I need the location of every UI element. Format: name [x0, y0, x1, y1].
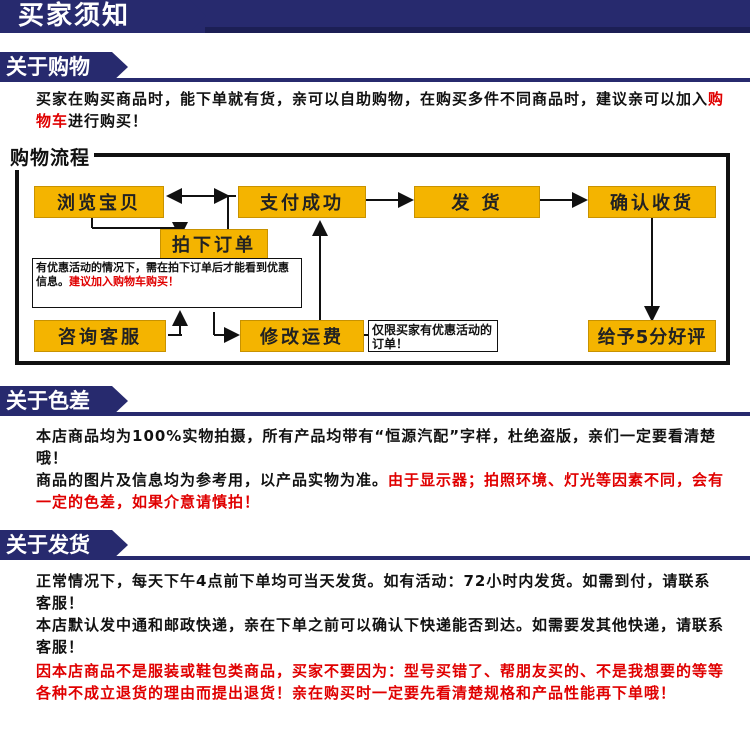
flow-note-modify: 仅限买家有优惠活动的订单！	[368, 320, 498, 352]
section-title-shipping: 关于发货	[0, 530, 128, 560]
shipping-text-1: 正常情况下，每天下午4点前下单均可当天发货。如有活动：72小时内发货。如需到付，…	[36, 572, 711, 612]
color-text-2-red: 由于显示器；拍照环境、灯光等因素不同，会有一定的色差，如果介意请慎拍！	[36, 471, 725, 511]
header-stripe	[205, 27, 750, 33]
flow-step-order: 拍下订单	[160, 229, 268, 259]
flow-frame	[15, 153, 730, 365]
section-bar-color	[0, 412, 750, 416]
top-header: 买家须知	[0, 0, 750, 33]
flow-step-ship: 发 货	[414, 186, 540, 218]
flow-title: 购物流程	[6, 143, 95, 170]
shopping-cart-highlight: 购物车	[36, 90, 725, 130]
flow-step-pay: 支付成功	[238, 186, 366, 218]
flow-note-discount: 有优惠活动的情况下，需在拍下订单后才能看到优惠信息。建议加入购物车购买！	[32, 258, 302, 308]
color-text-2: 商品的图片及信息均为参考用，以产品实物为准。由于显示器；拍照环境、灯光等因素不同…	[36, 469, 726, 513]
shipping-text-3: 因本店商品不是服装或鞋包类商品，买家不要因为：型号买错了、帮朋友买的、不是我想要…	[36, 662, 725, 702]
flow-note-discount-text: 有优惠活动的情况下，需在拍下订单后才能看到优惠信息。	[36, 261, 289, 288]
flow-note-modify-text: 仅限买家有优惠活动的订单！	[372, 323, 493, 351]
flow-step-consult: 咨询客服	[34, 320, 166, 352]
shopping-text-post: 进行购买！	[68, 112, 149, 130]
page-title: 买家须知	[0, 0, 206, 33]
color-text-2-black: 商品的图片及信息均为参考用，以产品实物为准。	[36, 471, 389, 489]
flow-note-discount-red: 建议加入购物车购买！	[69, 275, 179, 288]
section-title-shopping: 关于购物	[0, 52, 128, 82]
section-title-color: 关于色差	[0, 386, 128, 416]
flow-step-modify: 修改运费	[240, 320, 364, 352]
section-bar-shopping	[0, 78, 750, 82]
flow-step-browse: 浏览宝贝	[34, 186, 164, 218]
shopping-text: 买家在购买商品时，能下单就有货，亲可以自助购物，在购买多件不同商品时，建议亲可以…	[36, 88, 726, 132]
color-text-1: 本店商品均为100%实物拍摄，所有产品均带有“恒源汽配”字样，杜绝盗版，亲们一定…	[36, 427, 717, 467]
section-bar-shipping	[0, 556, 750, 560]
shopping-text-pre: 买家在购买商品时，能下单就有货，亲可以自助购物，在购买多件不同商品时，建议亲可以…	[36, 90, 709, 108]
shipping-text-2: 本店默认发中通和邮政快递，亲在下单之前可以确认下快递能否到达。如需要发其他快递，…	[36, 616, 725, 656]
flow-step-review: 给予5分好评	[588, 320, 716, 352]
flow-step-confirm: 确认收货	[588, 186, 716, 218]
